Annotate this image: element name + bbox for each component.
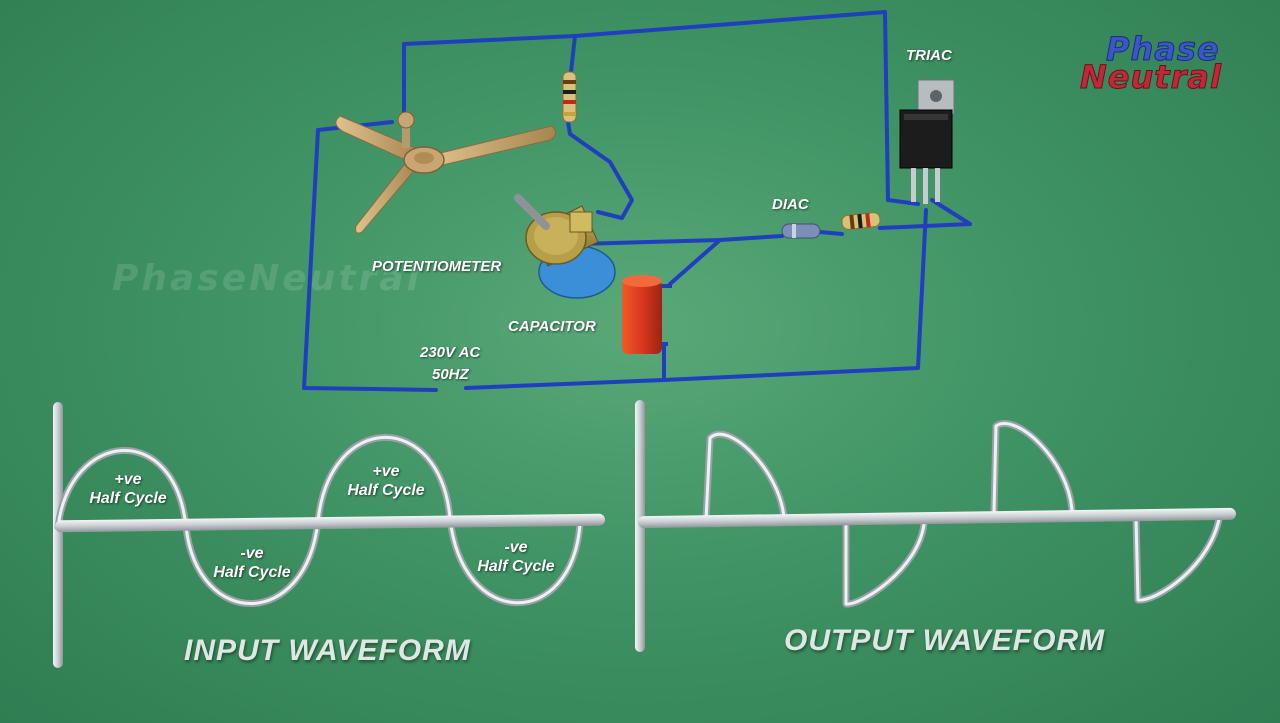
fan-blade-right <box>427 125 556 169</box>
triac-label: TRIAC <box>906 47 952 64</box>
capacitor <box>622 275 672 354</box>
logo-line-2: Neutral <box>1080 58 1222 97</box>
input-neg-half-cycle-2: -ve Half Cycle <box>464 538 568 576</box>
half-cycle-text: Half Cycle <box>477 558 555 575</box>
wire-bottom-right <box>464 208 928 390</box>
diac <box>781 223 821 239</box>
supply-voltage-label: 230V AC <box>420 344 481 361</box>
half-cycle-sign: +ve <box>372 463 400 480</box>
wire-resistor-to-pot <box>569 34 577 74</box>
output-waveform-title: OUTPUT WAVEFORM <box>784 624 1106 657</box>
fan-downrod <box>402 118 410 148</box>
output-x-axis <box>638 507 1236 529</box>
wire-pot-to-diac <box>576 234 784 246</box>
half-cycle-text: Half Cycle <box>89 490 167 507</box>
half-cycle-sign: +ve <box>114 471 142 488</box>
potentiometer-shaft <box>514 194 550 230</box>
ceiling-fan <box>335 111 556 234</box>
resistor-top <box>562 71 577 123</box>
input-waveform-graph <box>53 402 605 668</box>
output-waveform-graph <box>635 400 1236 652</box>
input-waveform-title: INPUT WAVEFORM <box>184 634 471 667</box>
triac <box>899 79 955 204</box>
resistor-gate <box>841 212 881 230</box>
capacitor-label: CAPACITOR <box>508 318 596 335</box>
potentiometer <box>514 194 616 299</box>
wire-res-to-gate <box>878 198 972 230</box>
wire-diac-to-res <box>818 230 844 236</box>
input-pos-half-cycle-2: +ve Half Cycle <box>334 462 438 500</box>
half-cycle-sign: -ve <box>504 539 528 556</box>
input-x-axis <box>55 513 605 533</box>
watermark: PhaseNeutral <box>112 258 422 299</box>
half-cycle-text: Half Cycle <box>213 564 291 581</box>
input-pos-half-cycle-1: +ve Half Cycle <box>78 470 178 508</box>
half-cycle-sign: -ve <box>240 545 264 562</box>
potentiometer-label: POTENTIOMETER <box>372 258 502 275</box>
wire-junction-to-cap <box>668 238 722 286</box>
fan-blade-bottom <box>355 159 419 234</box>
wire-top-right <box>573 10 890 202</box>
logo-line-1: Phase <box>1106 30 1220 69</box>
fan-blade-left <box>335 115 421 163</box>
half-cycle-text: Half Cycle <box>347 482 425 499</box>
wire-top-left <box>402 34 577 120</box>
diac-label: DIAC <box>772 196 809 213</box>
supply-frequency-label: 50HZ <box>432 366 469 383</box>
input-y-axis <box>53 402 63 668</box>
wire-resistor-down <box>566 120 634 220</box>
wire-triac-mt <box>886 198 920 206</box>
input-neg-half-cycle-1: -ve Half Cycle <box>202 544 302 582</box>
